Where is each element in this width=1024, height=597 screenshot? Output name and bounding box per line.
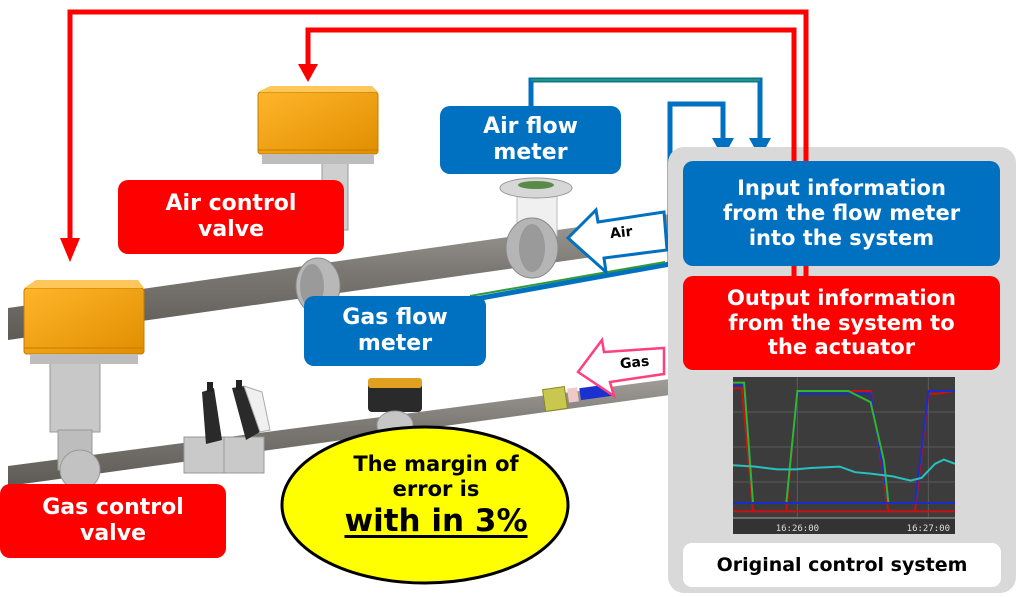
air-flow-arrow-icon bbox=[565, 206, 669, 276]
air-control-valve-text: Air control valve bbox=[165, 191, 297, 242]
gas-pipe-fittings bbox=[542, 383, 613, 412]
output-info-text: Output information from the system to th… bbox=[727, 285, 956, 360]
output-info-label: Output information from the system to th… bbox=[683, 276, 1000, 370]
air-flow-meter-label: Air flow meter bbox=[440, 106, 621, 174]
gas-flow-arrow-icon bbox=[576, 336, 666, 399]
air-flow-meter-text: Air flow meter bbox=[483, 114, 578, 165]
gas-solenoid-valves bbox=[183, 380, 271, 474]
chart-x-tick-label: 16:27:00 bbox=[907, 524, 950, 534]
chart-series-cyan-process bbox=[733, 458, 955, 482]
gas-control-valve-text: Gas control valve bbox=[42, 495, 184, 546]
input-info-label: Input information from the flow meter in… bbox=[683, 161, 1000, 266]
margin-highlight: with in 3% bbox=[344, 503, 528, 539]
arrow-to-gas-valve-icon bbox=[60, 238, 80, 262]
chart-background bbox=[733, 377, 955, 534]
air-flow-label: Air bbox=[609, 223, 634, 243]
gas-flow-label: Gas bbox=[619, 353, 651, 373]
original-control-system-caption: Original control system bbox=[683, 543, 1001, 587]
gas-control-valve-device bbox=[23, 280, 145, 491]
arrow-to-air-valve-icon bbox=[298, 64, 318, 82]
margin-line-2: error is bbox=[392, 477, 480, 501]
chart-series-green-setpoint bbox=[733, 381, 890, 504]
gas-flow-meter-text: Gas flow meter bbox=[342, 305, 448, 356]
margin-line-1: The margin of bbox=[353, 452, 519, 476]
chart-x-tick-label: 16:26:00 bbox=[776, 524, 819, 534]
chart-series-red-output bbox=[733, 387, 955, 513]
air-flow-meter-device bbox=[499, 177, 573, 279]
gas-control-valve-label: Gas control valve bbox=[0, 484, 226, 558]
air-control-valve-label: Air control valve bbox=[118, 180, 344, 254]
gas-flow-meter-label: Gas flow meter bbox=[304, 296, 486, 366]
input-info-text: Input information from the flow meter in… bbox=[722, 176, 961, 250]
chart-time-axis bbox=[733, 517, 955, 534]
margin-callout-text: The margin of error is with in 3% bbox=[296, 452, 576, 540]
trend-chart: 16:26:00 16:27:00 bbox=[733, 377, 955, 534]
margin-callout-ellipse bbox=[280, 425, 570, 585]
input-signal-lines bbox=[469, 77, 763, 303]
gas-pipe bbox=[8, 379, 670, 486]
